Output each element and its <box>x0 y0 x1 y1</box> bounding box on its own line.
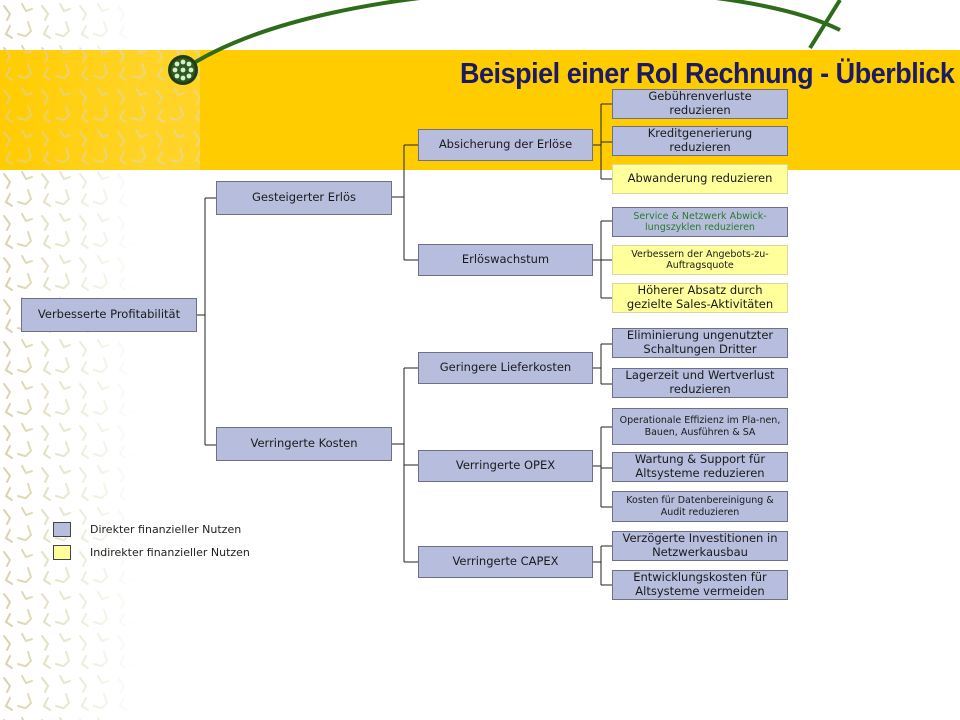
leaf-node: Entwicklungskosten für Altsysteme vermei… <box>612 570 788 600</box>
leaf-node: Wartung & Support für Altsysteme reduzie… <box>612 452 788 482</box>
level2-node: Verringerte OPEX <box>418 450 593 482</box>
leaf-node: Höherer Absatz durch gezielte Sales-Akti… <box>612 283 788 313</box>
leaf-node: Service & Netzwerk Abwick-lungszyklen re… <box>612 207 788 237</box>
level2-node: Erlöswachstum <box>418 244 593 276</box>
banner-fade <box>0 50 200 170</box>
level2-node: Absicherung der Erlöse <box>418 129 593 161</box>
leaf-node: Verbessern der Angebots-zu-Auftragsquote <box>612 245 788 275</box>
decorative-line-right <box>808 0 842 50</box>
leaf-node: Kreditgenerierung reduzieren <box>612 126 788 156</box>
root-node: Verbesserte Profitabilität <box>21 298 197 332</box>
leaf-node: Lagerzeit und Wertverlust reduzieren <box>612 368 788 398</box>
legend-label-indirect: Indirekter finanzieller Nutzen <box>90 546 250 559</box>
leaf-node: Kosten für Datenbereinigung & Audit redu… <box>612 491 788 522</box>
level1-node: Gesteigerter Erlös <box>216 181 392 215</box>
level2-node: Verringerte CAPEX <box>418 546 593 578</box>
logo-icon <box>168 55 198 85</box>
legend-swatch-indirect <box>53 545 71 560</box>
leaf-node: Gebührenverluste reduzieren <box>612 89 788 119</box>
level2-node: Geringere Lieferkosten <box>418 352 593 384</box>
level1-node: Verringerte Kosten <box>216 427 392 461</box>
page-title: Beispiel einer RoI Rechnung - Überblick <box>460 58 955 90</box>
legend-swatch-direct <box>53 522 71 537</box>
legend-label-direct: Direkter finanzieller Nutzen <box>90 523 242 536</box>
leaf-node: Abwanderung reduzieren <box>612 164 788 194</box>
leaf-node: Verzögerte Investitionen in Netzwerkausb… <box>612 531 788 561</box>
decorative-arc <box>181 0 841 72</box>
leaf-node: Operationale Effizienz im Pla-nen, Bauen… <box>612 408 788 445</box>
leaf-node: Eliminierung ungenutzter Schaltungen Dri… <box>612 328 788 358</box>
